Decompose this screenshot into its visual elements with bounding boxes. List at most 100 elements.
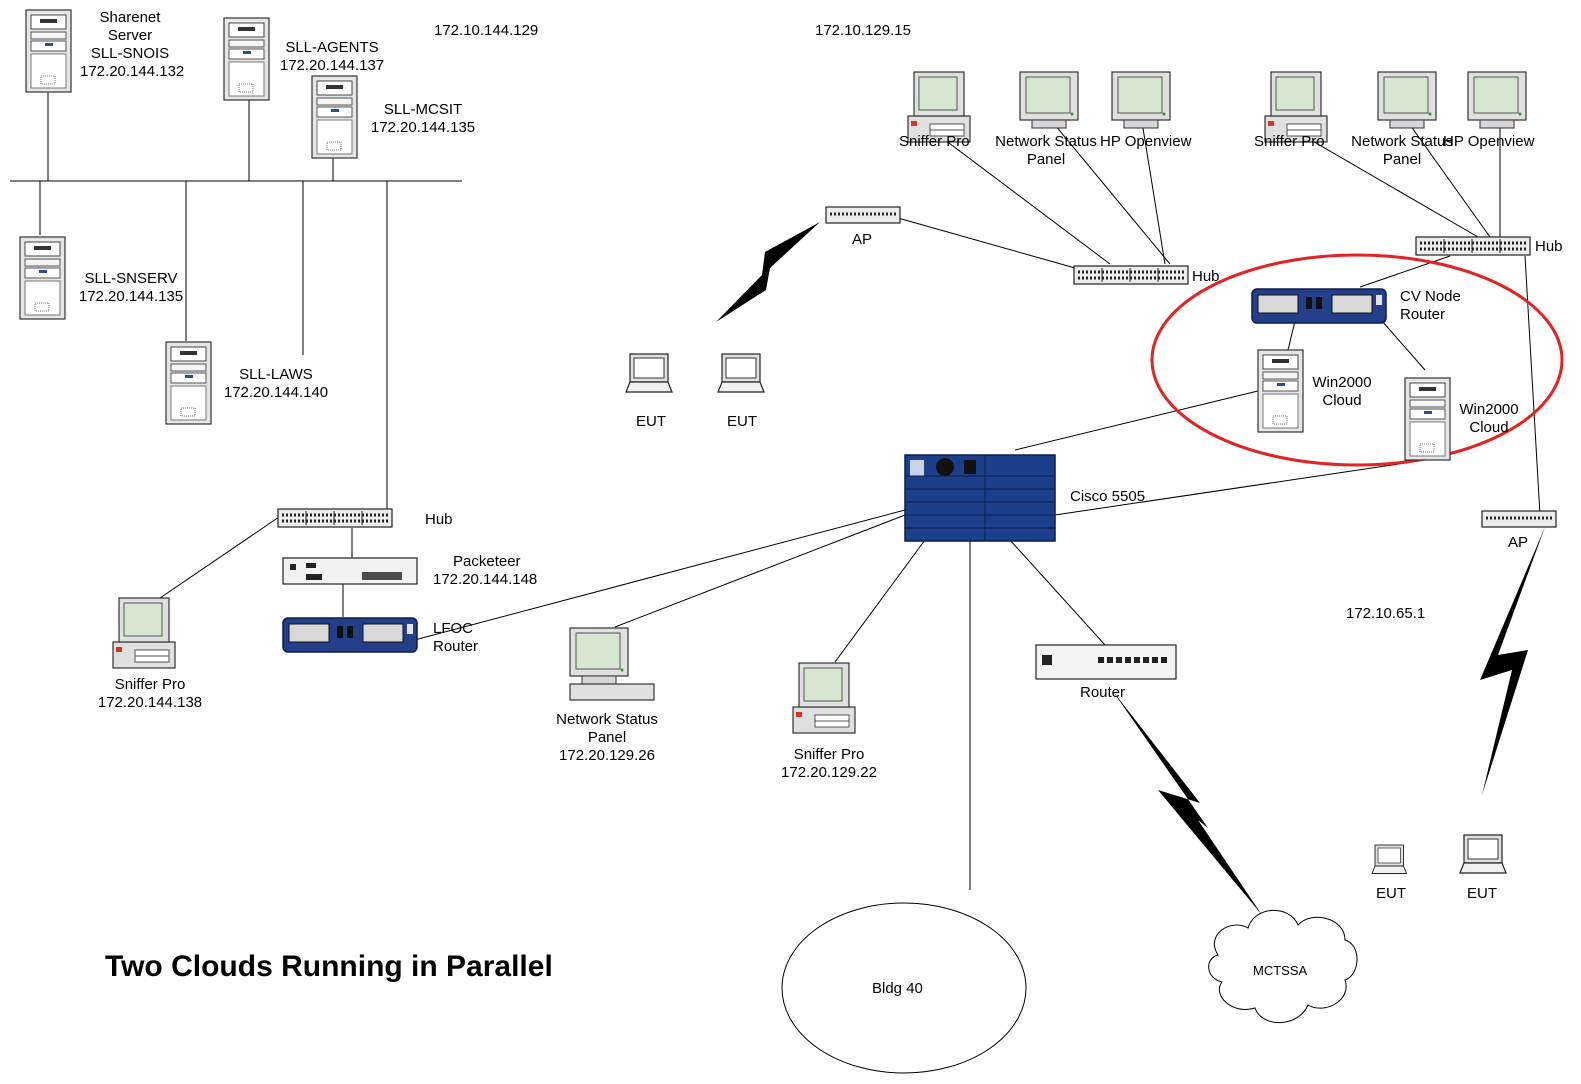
cisco-label: Cisco 5505	[1070, 488, 1146, 505]
pc-icon	[792, 662, 856, 734]
laptop-icon	[1371, 844, 1407, 874]
label-line: 172.20.144.135	[370, 119, 476, 136]
label-line: Router	[1400, 306, 1446, 323]
laptop-icon	[625, 353, 673, 393]
label-line: 172.20.144.140	[223, 384, 329, 401]
label-line: 172.20.144.132	[80, 63, 185, 80]
cv-node-router-label: CV Node Router	[1400, 288, 1461, 324]
label-line: Panel	[1382, 151, 1422, 168]
label-line: LFOC	[433, 620, 474, 637]
hp-top-b-label: HP Openview	[1443, 133, 1535, 150]
ap-top-label: AP	[852, 231, 873, 248]
label-line: Sniffer Pro	[793, 746, 865, 763]
server-icon	[19, 236, 66, 320]
switch-chassis-icon	[904, 454, 1056, 542]
nsp-top-a-label: Network Status Panel	[991, 133, 1101, 169]
monitor-icon	[569, 627, 655, 701]
label-line: 172.20.144.138	[97, 694, 203, 711]
ip-header-mid: 172.10.129.15	[815, 22, 911, 39]
eut-3-label: EUT	[1376, 885, 1406, 902]
label-line: Cloud	[1322, 392, 1362, 409]
label-line: Server	[107, 27, 153, 44]
label-line: Win2000	[1459, 401, 1519, 418]
hp-top-a-label: HP Openview	[1100, 133, 1192, 150]
ap-icon	[1480, 509, 1558, 529]
mctssa-cloud-icon	[1208, 909, 1358, 1024]
router-icon	[1251, 288, 1387, 324]
wireless-link-icon	[716, 222, 820, 322]
server-icon	[311, 75, 358, 159]
hub-right-label: Hub	[1535, 238, 1563, 255]
label-line: Network Status	[1351, 133, 1453, 150]
label-line: Sharenet	[99, 9, 161, 26]
label-line: 172.20.129.22	[781, 764, 877, 781]
sll-mcsit-label: SLL-MCSIT 172.20.144.135	[364, 101, 482, 137]
eut-1-label: EUT	[636, 413, 666, 430]
server-icon	[1257, 349, 1304, 433]
bldg-40-label: Bldg 40	[872, 980, 923, 997]
label-line: CV Node	[1400, 288, 1461, 305]
sll-agents-label: SLL-AGENTS 172.20.144.137	[272, 39, 392, 75]
label-line: 172.20.144.137	[279, 57, 385, 74]
label-line: Panel	[1026, 151, 1066, 168]
mctssa-label: MCTSSA	[1253, 963, 1308, 978]
lfoc-router-label: LFOC Router	[433, 620, 478, 656]
sharenet-server-label: Sharenet Server SLL-SNOIS 172.20.144.132	[80, 9, 185, 81]
nsp-bottom-label: Network Status Panel 172.20.129.26	[550, 711, 664, 765]
ip-right-label: 172.10.65.1	[1346, 605, 1426, 622]
ip-header-left: 172.10.144.129	[434, 22, 539, 39]
packeteer-icon	[282, 557, 418, 585]
label-line: 172.20.129.26	[559, 747, 655, 764]
eut-4-label: EUT	[1467, 885, 1497, 902]
label-line: SLL-SNSERV	[84, 270, 178, 287]
sniffer-top-a-label: Sniffer Pro	[899, 133, 970, 150]
label-line: Panel	[587, 729, 627, 746]
hub-left-label: Hub	[425, 511, 453, 528]
win2000-cloud-a-label: Win2000 Cloud	[1305, 374, 1379, 410]
diagram-title: Two Clouds Running in Parallel	[105, 950, 553, 983]
server-icon	[1404, 377, 1451, 461]
monitor-icon	[1111, 71, 1171, 129]
label-line: Sniffer Pro	[114, 676, 186, 693]
pc-icon	[907, 71, 971, 143]
label-line: Packeteer	[453, 553, 521, 570]
hub-icon	[276, 507, 394, 529]
ap-right-label: AP	[1508, 534, 1529, 551]
hub-icon	[1072, 264, 1190, 286]
server-icon	[223, 17, 270, 101]
nsp-top-b-label: Network Status Panel	[1347, 133, 1457, 169]
laptop-icon	[1459, 834, 1507, 874]
sniffer-left-label: Sniffer Pro 172.20.144.138	[92, 676, 208, 712]
label-line: Win2000	[1312, 374, 1372, 391]
eut-2-label: EUT	[727, 413, 757, 430]
label-line: 172.20.144.135	[78, 288, 184, 305]
bldg-40-cloud-icon	[781, 902, 1027, 1074]
label-line: SLL-LAWS	[239, 366, 313, 383]
wireless-link-icon	[1112, 690, 1262, 915]
label-line: SLL-MCSIT	[383, 101, 463, 118]
label-line: 172.20.144.148	[433, 571, 538, 588]
monitor-icon	[1019, 71, 1079, 129]
laptop-icon	[717, 353, 765, 393]
pc-icon	[1264, 71, 1328, 143]
hub-icon	[1414, 235, 1532, 257]
hub-mid-label: Hub	[1192, 268, 1220, 285]
sniffer-bottom-label: Sniffer Pro 172.20.129.22	[772, 746, 886, 782]
sniffer-top-b-label: Sniffer Pro	[1254, 133, 1325, 150]
label-line: Cloud	[1469, 419, 1509, 436]
win2000-cloud-b-label: Win2000 Cloud	[1452, 401, 1526, 437]
router-icon	[282, 617, 418, 653]
ap-icon	[824, 205, 902, 225]
packeteer-label: Packeteer 172.20.144.148	[433, 553, 537, 589]
monitor-icon	[1377, 71, 1437, 129]
label-line: Router	[433, 638, 479, 655]
sll-snserv-label: SLL-SNSERV 172.20.144.135	[72, 270, 190, 306]
router-icon	[1035, 644, 1177, 680]
router-bottom-label: Router	[1080, 684, 1126, 701]
server-icon	[165, 341, 212, 425]
pc-icon	[112, 597, 176, 669]
label-line: SLL-SNOIS	[90, 45, 170, 62]
label-line: Network Status	[995, 133, 1097, 150]
label-line: SLL-AGENTS	[285, 39, 379, 56]
